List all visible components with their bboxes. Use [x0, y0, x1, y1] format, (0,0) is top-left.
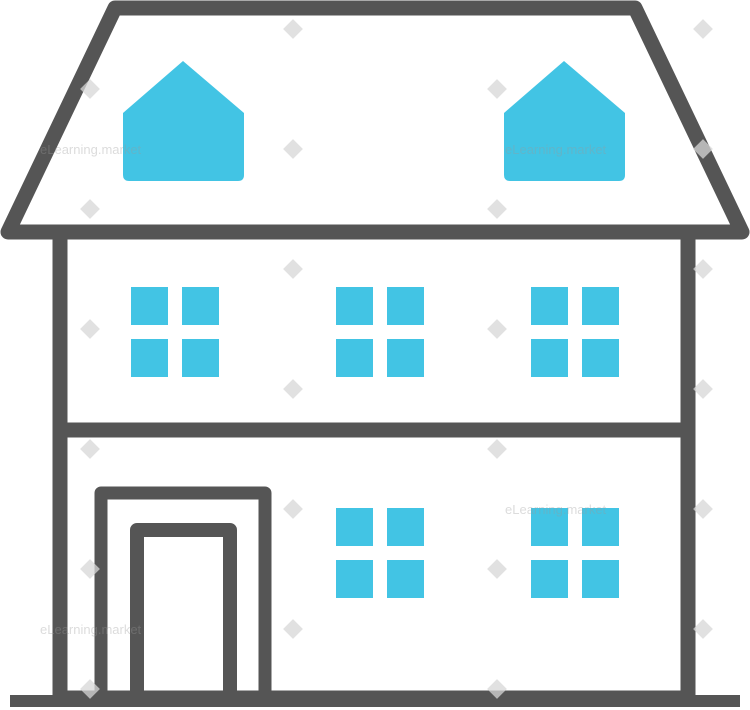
- watermark-text: eLearning.market: [40, 622, 142, 637]
- watermark-text: eLearning.market: [505, 142, 607, 157]
- door-frame: [94, 486, 272, 698]
- watermark-text-group: eLearning.market eLearning.market eLearn…: [40, 142, 607, 637]
- watermark-text: eLearning.market: [505, 502, 607, 517]
- window-lower-center: [336, 508, 424, 598]
- window-lower-right: [531, 508, 619, 598]
- watermark-text: eLearning.market: [40, 142, 142, 157]
- window-upper-left: [131, 287, 219, 377]
- door: [130, 523, 237, 698]
- window-upper-right: [531, 287, 619, 377]
- dormer-window-right: [504, 61, 625, 181]
- dormer-window-left: [123, 61, 244, 181]
- roof: [0, 0, 750, 240]
- window-upper-center: [336, 287, 424, 377]
